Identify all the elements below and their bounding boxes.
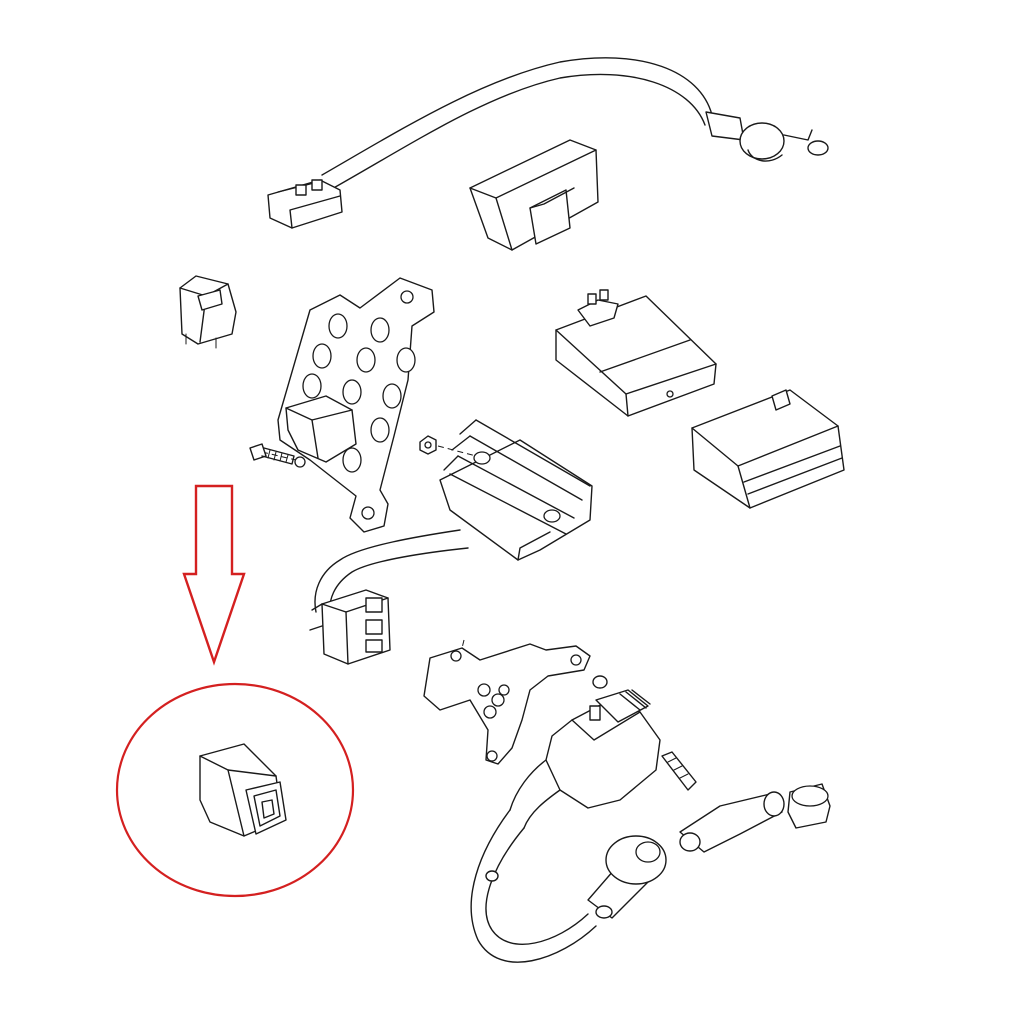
plug-boot [679,783,831,853]
ignition-coil [509,675,661,829]
highlight-arrow [182,484,246,666]
regulator-coupler [309,529,469,665]
cdi-unit [469,139,599,251]
highlight-circle [115,682,355,898]
relay-connector [199,743,287,837]
spark-plug-cap [470,809,667,963]
relay [179,275,237,349]
mounting-bracket [261,277,435,533]
bolt [249,443,295,465]
nut [419,435,477,457]
coil-bolt [661,751,697,791]
ecu-module [555,289,717,417]
fuse-box-cover [691,389,845,509]
regulator-rectifier [439,419,593,561]
coil-bracket [423,639,591,765]
battery-lead-wire [267,57,829,229]
